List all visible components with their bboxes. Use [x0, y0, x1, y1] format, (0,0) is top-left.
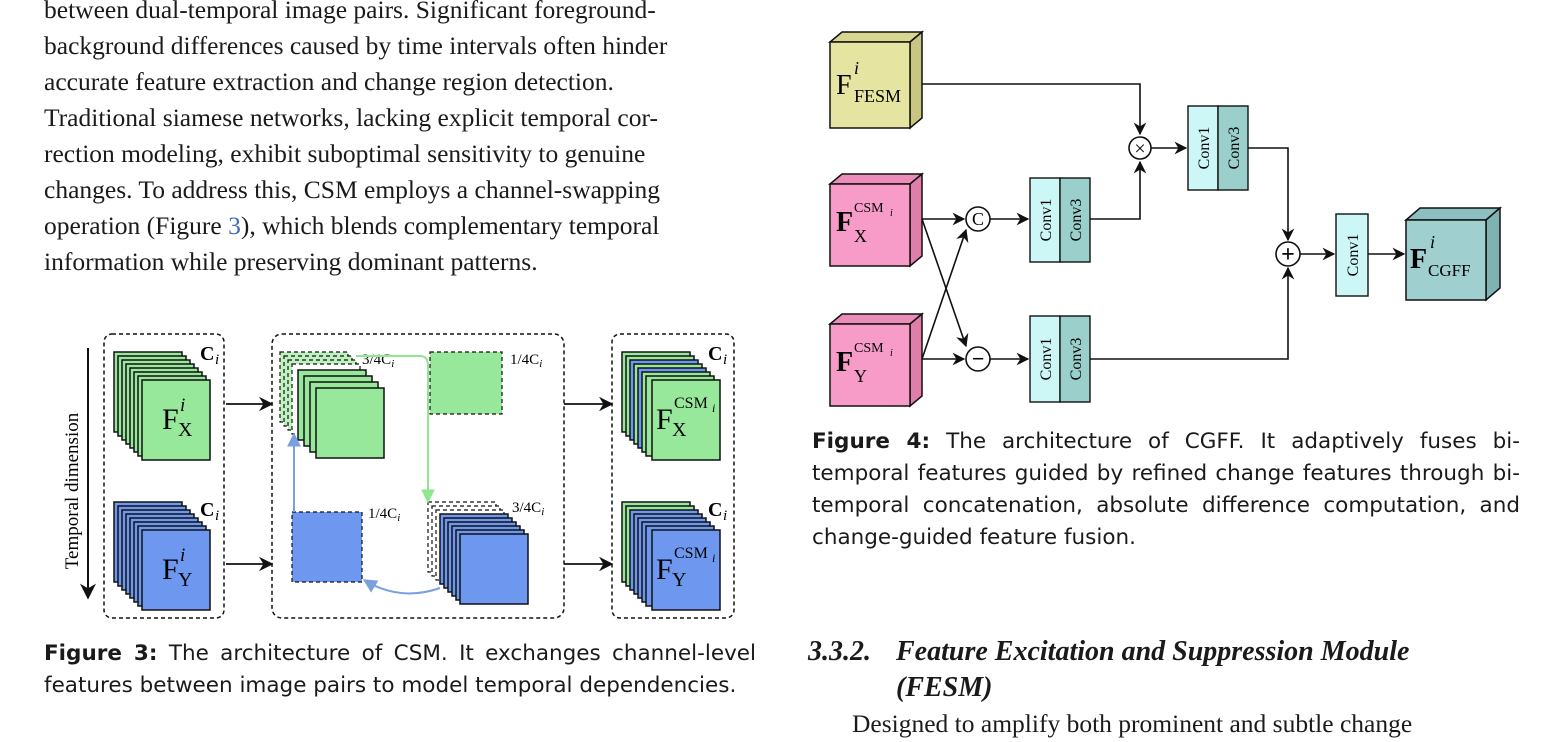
cgff-label: F — [1410, 244, 1427, 275]
arrow — [1248, 147, 1295, 242]
channel-label-sub: i — [723, 508, 727, 524]
feature-y-superscript: i — [180, 545, 185, 566]
feature-y-block — [827, 312, 925, 408]
output-stack-x — [621, 351, 721, 461]
channel-label: C — [200, 499, 214, 521]
fesm-label: F — [836, 70, 852, 101]
feature-x-label: F — [836, 207, 853, 238]
concat-symbol: C — [972, 209, 984, 229]
feature-y-superscript: CSM — [854, 341, 884, 356]
figure-4-diagram: F i FESM F CSM i X F CSM i Y × C − Conv1… — [827, 30, 1503, 408]
swap-arrow-blue — [362, 579, 441, 595]
body-paragraph: between dual-temporal image pairs. Signi… — [44, 0, 756, 280]
section-number: 3.3.2. — [808, 636, 871, 667]
conv-block-fused: Conv1 Conv3 — [1187, 105, 1249, 191]
input-stack-x — [113, 351, 211, 461]
conv3-label: Conv3 — [1226, 127, 1243, 170]
body-line: rection modeling, exhibit suboptimal sen… — [44, 139, 646, 168]
figure-3-diagram: Temporal dimension F i X C i F i Y C i 3… — [62, 333, 735, 619]
fesm-superscript: i — [854, 58, 859, 78]
swap-group-box — [271, 333, 565, 619]
figure-3-caption: Figure 3: The architecture of CSM. It ex… — [44, 641, 757, 698]
output-y-superscript-sub: i — [712, 551, 715, 565]
body-line: background differences caused by time in… — [44, 31, 668, 60]
figure-4-caption: Figure 4: The architecture of CGFF. It a… — [812, 429, 1521, 550]
conv1-label: Conv1 — [1038, 199, 1055, 242]
temporal-axis-label: Temporal dimension — [62, 412, 83, 569]
fraction-label: 1/4Ci — [368, 506, 400, 524]
conv1-label: Conv1 — [1345, 234, 1362, 277]
conv3-label: Conv3 — [1068, 199, 1085, 242]
cgff-superscript: i — [1430, 232, 1435, 252]
fraction-label: 1/4Ci — [510, 352, 542, 370]
section-title: Feature Excitation and Suppression Modul… — [896, 636, 1410, 667]
output-x-superscript-sub: i — [712, 401, 715, 415]
output-x-label: F — [656, 403, 673, 436]
swap-y-moved-block — [291, 511, 363, 583]
feature-x-subscript: X — [854, 226, 867, 246]
swap-arrow-green — [356, 355, 435, 504]
fesm-feature-block — [827, 30, 925, 130]
feature-y-superscript-sub: i — [890, 348, 893, 359]
output-stack-y — [621, 501, 721, 611]
channel-label: C — [708, 499, 722, 521]
feature-y-subscript: Y — [178, 569, 192, 591]
fraction-label: 3/4Ci — [512, 500, 544, 518]
section-heading: 3.3.2. Feature Excitation and Suppression… — [808, 634, 1528, 706]
body-line: between dual-temporal image pairs. Signi… — [44, 0, 656, 24]
plus-symbol: + — [1281, 242, 1295, 268]
fesm-subscript: FESM — [854, 86, 901, 106]
arrow — [921, 218, 969, 348]
body-line: accurate feature extraction and change r… — [44, 67, 614, 96]
channel-label: C — [200, 343, 214, 365]
channel-label-sub: i — [723, 352, 727, 368]
feature-y-label: F — [836, 347, 853, 378]
feature-x-subscript: X — [178, 419, 193, 441]
output-group-box — [611, 333, 735, 619]
fraction-label: 3/4Ci — [362, 352, 394, 370]
feature-y-subscript: Y — [854, 366, 867, 386]
section-title-continued: (FESM) — [896, 672, 993, 703]
conv-block-concat: Conv1 Conv3 — [1029, 177, 1091, 263]
body-line: Traditional siamese networks, lacking ex… — [44, 103, 658, 132]
cgff-output-block — [1403, 206, 1503, 302]
body-line: operation (Figure 3), which blends compl… — [44, 211, 660, 240]
conv-block-difference: Conv1 Conv3 — [1029, 315, 1091, 403]
output-y-subscript: Y — [672, 569, 686, 591]
conv3-label: Conv3 — [1068, 338, 1085, 381]
conv1-label: Conv1 — [1196, 127, 1213, 170]
output-y-label: F — [656, 553, 673, 586]
feature-x-superscript: i — [180, 395, 185, 416]
conv-block-final: Conv1 — [1335, 213, 1369, 297]
input-group-box — [103, 333, 225, 619]
feature-x-block — [827, 172, 925, 268]
feature-x-superscript-sub: i — [890, 208, 893, 219]
swap-y-remaining-stack — [427, 501, 529, 605]
feature-x-label: F — [162, 403, 179, 436]
arrow — [1090, 160, 1147, 220]
conv1-label: Conv1 — [1038, 338, 1055, 381]
body-line: changes. To address this, CSM employs a … — [44, 175, 661, 204]
section-body-text: Designed to amplify both prominent and s… — [852, 709, 1413, 738]
multiply-symbol: × — [1134, 138, 1145, 160]
feature-y-label: F — [162, 553, 179, 586]
channel-label: C — [708, 343, 722, 365]
channel-label-sub: i — [215, 352, 219, 368]
feature-x-superscript: CSM — [854, 201, 884, 216]
swap-x-remaining-stack — [279, 351, 385, 459]
arrow — [1090, 266, 1295, 360]
figure-3-reference-link[interactable]: 3 — [228, 211, 241, 240]
channel-label-sub: i — [215, 508, 219, 524]
output-y-superscript: CSM — [674, 545, 708, 562]
input-stack-y — [113, 501, 211, 611]
cgff-subscript: CGFF — [1428, 261, 1471, 280]
arrow — [921, 228, 969, 360]
arrow — [922, 83, 1147, 136]
minus-symbol: − — [972, 346, 985, 371]
output-x-superscript: CSM — [674, 395, 708, 412]
body-line: information while preserving dominant pa… — [44, 247, 538, 276]
swap-x-moved-block — [429, 351, 503, 415]
output-x-subscript: X — [672, 419, 687, 441]
